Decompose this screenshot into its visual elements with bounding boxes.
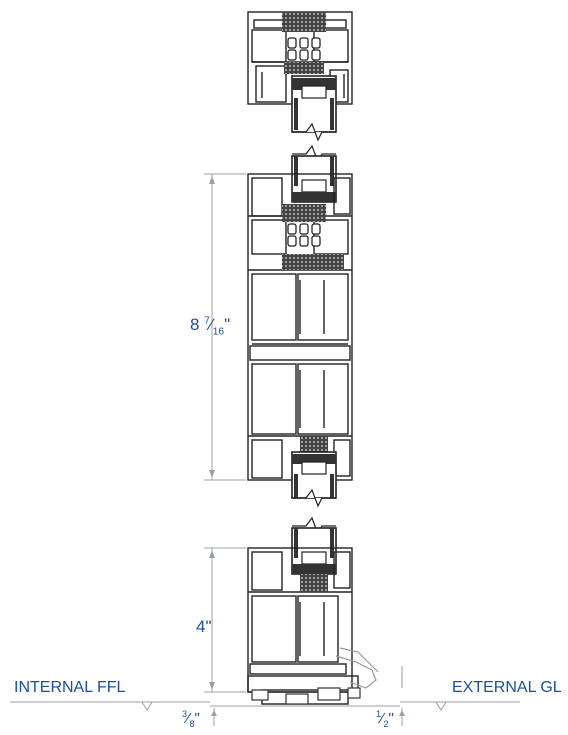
middle-gasket-lower	[300, 436, 328, 452]
middle-gasket-upper	[282, 204, 326, 222]
bottom-height-dimension: 4"	[196, 617, 212, 636]
left-gap-dimension: 3⁄8"	[182, 710, 200, 729]
right-gap-den: 2	[383, 719, 389, 729]
left-gap-fraction: 3⁄8	[182, 709, 195, 729]
left-gap-unit: "	[194, 710, 200, 727]
bottom-glazing-panel	[291, 516, 337, 575]
mid-height-unit: "	[224, 315, 231, 334]
threshold-drip	[335, 647, 379, 689]
right-gap-unit: "	[388, 710, 394, 727]
top-thermal-break	[287, 37, 321, 61]
middle-glazing-panel-bottom	[291, 451, 337, 508]
sill-threshold	[251, 687, 361, 705]
top-gasket	[282, 12, 326, 32]
middle-glazing-panel-top	[291, 144, 337, 203]
middle-seal	[282, 254, 344, 270]
left-gap-den: 8	[189, 719, 195, 729]
middle-thermal-break	[287, 223, 321, 247]
bottom-gasket	[300, 574, 328, 592]
left-gap-num: 3	[182, 709, 188, 719]
mid-height-dimension: 8 7⁄16"	[190, 316, 230, 338]
mid-height-num: 7	[204, 315, 210, 327]
external-gl-label: EXTERNAL GL	[452, 679, 562, 696]
mid-height-den: 16	[212, 326, 225, 338]
level-triangles	[141, 701, 447, 711]
right-gap-dimension: 1⁄2"	[376, 710, 394, 729]
mid-height-fraction: 7⁄16	[204, 315, 225, 338]
internal-ffl-label: INTERNAL FFL	[14, 679, 126, 696]
mid-height-whole: 8	[190, 315, 200, 334]
top-glazing-panel	[291, 75, 337, 142]
dimension-lines	[10, 173, 520, 726]
middle-frame-section	[247, 173, 353, 481]
right-gap-num: 1	[376, 709, 382, 719]
right-gap-fraction: 1⁄2	[376, 709, 389, 729]
dimension-arrows	[209, 176, 405, 716]
top-seal	[284, 62, 324, 74]
